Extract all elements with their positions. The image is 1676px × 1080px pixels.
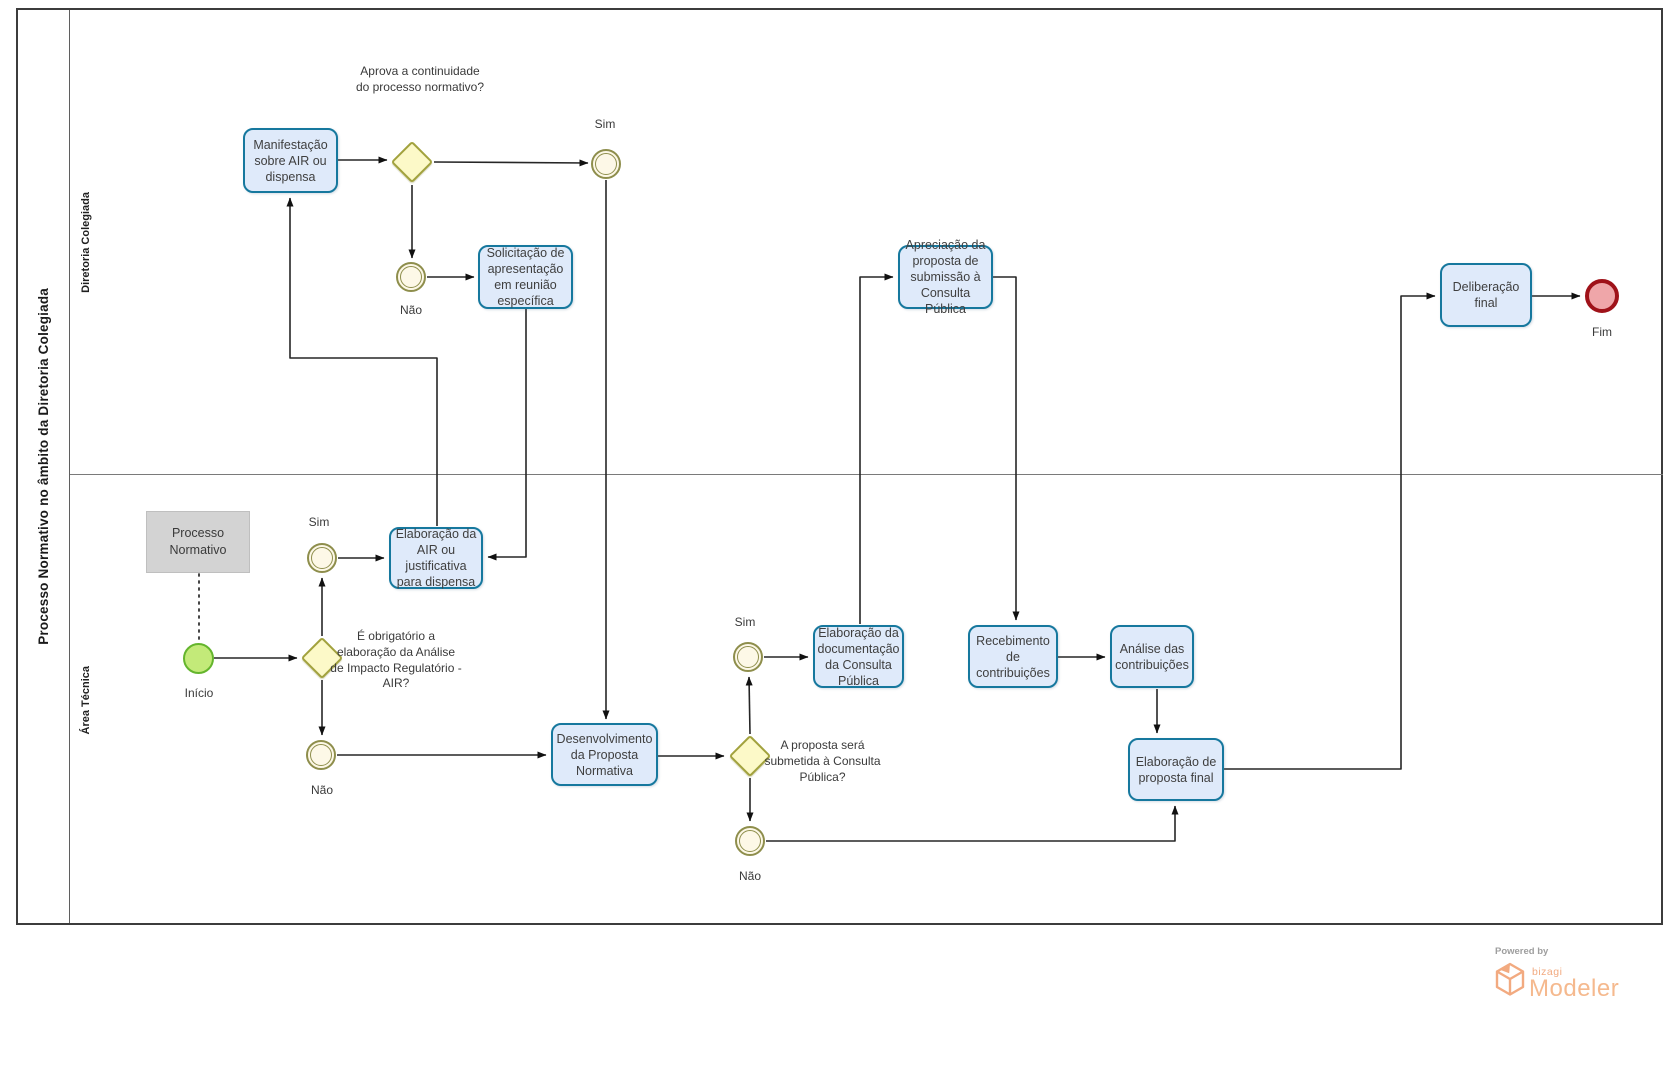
lane-area-tecnica: Área Técnica <box>73 475 99 925</box>
flow-label-nao: Não <box>310 783 333 797</box>
flow-label-sim: Sim <box>308 515 330 529</box>
lane-divider <box>70 474 1663 475</box>
task-elaboracao-proposta-final: Elaboração de proposta final <box>1128 738 1224 801</box>
artifact-processo-normativo: Processo Normativo <box>146 511 250 573</box>
lane-label: Diretoria Colegiada <box>80 191 92 293</box>
start-event-label: Início <box>184 686 214 700</box>
link-event-nao-top <box>396 262 426 292</box>
link-event-nao-air <box>306 740 336 770</box>
task-solicitacao-apresentacao: Solicitação de apresentação em reunião e… <box>478 245 573 309</box>
pool-title-band: Processo Normativo no âmbito da Diretori… <box>18 10 70 923</box>
task-recebimento-contribuicoes: Recebimento de contribuições <box>968 625 1058 688</box>
link-event-sim-consulta <box>733 642 763 672</box>
flow-label-nao: Não <box>399 303 422 317</box>
task-elaboracao-air: Elaboração da AIR ou justificativa para … <box>389 527 483 589</box>
link-event-sim-air <box>307 543 337 573</box>
flow-label-nao: Não <box>738 869 761 883</box>
gateway-question: A proposta será submetida à Consulta Púb… <box>764 738 881 784</box>
link-event-nao-consulta <box>735 826 765 856</box>
gateway-question: Aprova a continuidade do processo normat… <box>355 64 485 94</box>
flow-label-sim: Sim <box>734 615 756 629</box>
lane-label: Área Técnica <box>80 665 92 735</box>
task-desenvolvimento-proposta: Desenvolvimento da Proposta Normativa <box>551 723 658 786</box>
pool-title: Processo Normativo no âmbito da Diretori… <box>36 288 51 645</box>
link-event-sim-top <box>591 149 621 179</box>
task-elaboracao-documentacao: Elaboração da documentação da Consulta P… <box>813 625 904 688</box>
bizagi-cube-icon <box>1495 962 1525 996</box>
flow-label-sim: Sim <box>594 117 616 131</box>
end-event-fim <box>1585 279 1619 313</box>
task-apreciacao-proposta: Apreciação da proposta de submissão à Co… <box>898 238 993 316</box>
lane-diretoria-colegiada: Diretoria Colegiada <box>73 10 99 474</box>
task-analise-contribuicoes: Análise das contribuições <box>1110 625 1194 688</box>
task-deliberacao-final: Deliberação final <box>1440 263 1532 327</box>
task-manifestacao-sobre-air: Manifestação sobre AIR ou dispensa <box>243 128 338 193</box>
powered-by-label: Powered by <box>1495 946 1549 957</box>
gateway-question: É obrigatório a elaboração da Análise de… <box>330 629 462 691</box>
start-event-inicio <box>183 643 214 674</box>
bizagi-wordmark: bizagi <box>1532 966 1563 978</box>
modeler-wordmark: Modeler <box>1529 975 1620 1002</box>
end-event-label: Fim <box>1592 325 1612 339</box>
